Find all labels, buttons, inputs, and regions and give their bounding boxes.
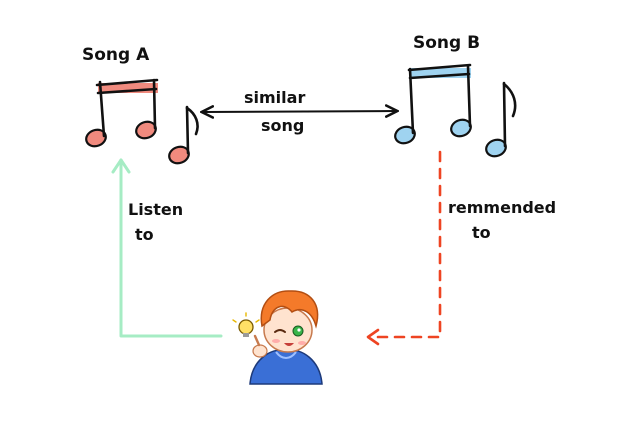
song-b-label: Song B <box>413 33 480 53</box>
recommended-label: remmended <box>448 198 556 217</box>
song-label: song <box>261 116 304 135</box>
similar-label: similar <box>244 88 305 107</box>
song-a-music-icon <box>85 78 199 165</box>
boy-with-lightbulb-avatar-icon <box>232 290 323 385</box>
listen-to-label: to <box>135 225 154 244</box>
listen-label: Listen <box>128 200 183 219</box>
recommended-to-arrow <box>366 150 442 346</box>
recommended-to-label: to <box>472 223 491 242</box>
song-a-label: Song A <box>82 45 150 65</box>
listen-to-arrow <box>111 158 223 338</box>
similar-song-arrow <box>203 111 396 112</box>
song-b-music-icon <box>394 63 517 158</box>
